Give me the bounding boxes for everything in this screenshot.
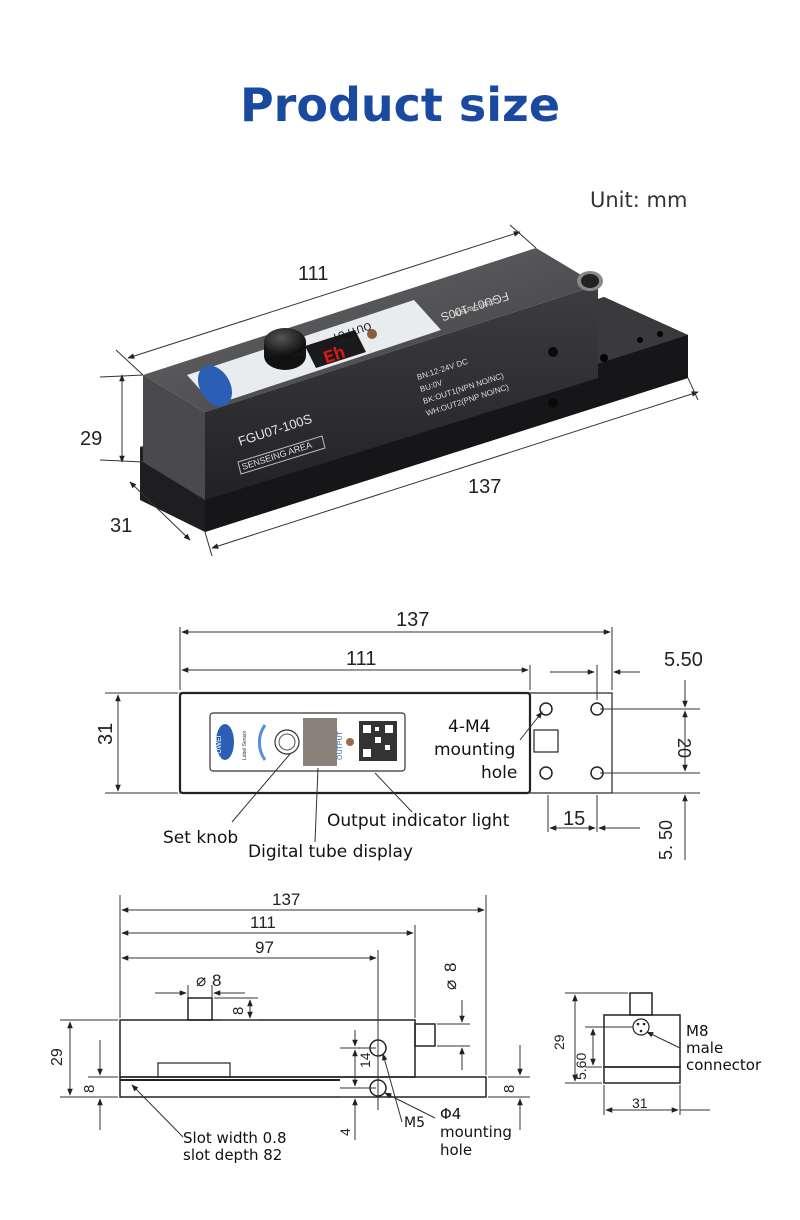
top-output-label: OUTPUT — [337, 731, 344, 761]
iso-knob — [264, 328, 306, 370]
top-mount-label-2: hole — [481, 763, 517, 783]
iso-connector — [577, 271, 603, 291]
side-dim-body: 111 — [250, 913, 276, 932]
top-knob-inner — [278, 733, 296, 751]
front-hole — [548, 347, 558, 357]
top-output-led — [346, 738, 354, 746]
top-dim-hole-spacing: 20 — [674, 738, 694, 758]
top-dim-hole-offset: 15 — [563, 808, 585, 830]
callout-slot-1: slot depth 82 — [183, 1146, 282, 1164]
end-connector-pin — [642, 1022, 646, 1026]
iso-dim-length-top: 111 — [298, 263, 328, 285]
top-dim-body: 111 — [346, 648, 376, 670]
side-dim-hole-bottom: 4 — [337, 1128, 353, 1136]
side-dim-hole: 97 — [255, 938, 274, 957]
top-mount-hole — [539, 702, 553, 716]
callout-connector-2: connector — [686, 1056, 762, 1074]
base-hole — [637, 337, 643, 343]
base-hole — [600, 354, 608, 362]
side-dim-connector-dia: 8 — [441, 963, 460, 972]
side-dim-total: 137 — [272, 890, 300, 909]
end-dim-connector: 5.60 — [573, 1053, 589, 1080]
callout-output-light: Output indicator light — [327, 811, 510, 831]
end-top-block — [629, 992, 653, 1016]
callout-set-knob: Set knob — [163, 828, 238, 848]
iso-product-view: Eh OUTPUT FGU07-100S Label Sensor BN:12-… — [80, 224, 699, 557]
base-hole — [657, 331, 663, 337]
side-dim-knob-height: 8 — [230, 1007, 247, 1015]
top-dim-edge: 5.50 — [664, 649, 703, 671]
end-connector — [632, 1018, 650, 1036]
top-dim-total: 137 — [396, 609, 429, 631]
side-base-outline — [119, 1076, 487, 1098]
top-view: FUWEI Label Sensor OUTPUT — [95, 609, 703, 862]
end-view: 29 5.60 31 M8 male connector — [551, 992, 762, 1115]
side-dim-base: 8 — [81, 1085, 98, 1093]
side-connector — [414, 1023, 436, 1047]
top-dim-edge2: 5. 50 — [656, 820, 676, 860]
top-knob-arc — [257, 724, 267, 761]
page-title: Product size — [239, 78, 561, 132]
top-mount-hole — [539, 766, 553, 780]
side-slot — [157, 1062, 231, 1078]
side-dim-height: 29 — [49, 1048, 66, 1066]
end-dim-height: 29 — [551, 1034, 567, 1050]
top-mount-label-0: 4-M4 — [448, 717, 490, 737]
callout-connector-1: male — [686, 1039, 723, 1057]
body-side — [143, 375, 205, 500]
end-dim-width: 31 — [632, 1095, 648, 1111]
top-mount-label-1: mounting — [434, 740, 515, 760]
callout-m5: M5 — [404, 1115, 425, 1131]
side-view: 137 111 97 ⌀ 8 8 ⌀ 8 29 8 8 14 4 Slot wi… — [49, 890, 530, 1164]
front-hole — [548, 398, 558, 408]
top-sensor-label: Label Sensor — [242, 730, 248, 760]
side-dim-hole-spacing: 14 — [357, 1052, 373, 1068]
top-qr-code — [359, 721, 397, 761]
callout-connector-0: M8 — [686, 1022, 709, 1040]
end-connector-pin — [639, 1029, 643, 1033]
top-connector — [533, 729, 559, 753]
end-body-outline — [603, 1014, 681, 1068]
callout-slot-0: Slot width 0.8 — [183, 1129, 286, 1147]
top-body-outline — [178, 691, 532, 795]
callout-digital-display: Digital tube display — [248, 842, 413, 862]
iso-dim-width: 31 — [110, 515, 132, 537]
side-dim-knob-dia: 8 — [212, 971, 221, 990]
side-dim-connector-dia-symbol: ⌀ — [441, 980, 460, 990]
callout-hole-2: hole — [440, 1141, 472, 1159]
callout-hole-1: mounting — [440, 1123, 512, 1141]
iso-dim-length-base: 137 — [468, 476, 501, 498]
side-knob — [187, 997, 213, 1021]
top-label-panel — [209, 712, 406, 772]
top-knob — [274, 729, 300, 755]
end-connector-pin — [636, 1022, 640, 1026]
top-brand: FUWEI — [216, 735, 223, 758]
end-base-outline — [603, 1066, 681, 1084]
top-display — [303, 718, 337, 766]
side-dim-base-right: 8 — [501, 1085, 518, 1093]
unit-label: Unit: mm — [590, 188, 688, 212]
iso-dim-height: 29 — [80, 428, 102, 450]
callout-hole-0: Φ4 — [440, 1105, 461, 1123]
top-brand-logo — [216, 724, 234, 760]
top-dim-width: 31 — [95, 723, 117, 745]
side-dim-knob-dia-symbol: ⌀ — [196, 971, 206, 990]
